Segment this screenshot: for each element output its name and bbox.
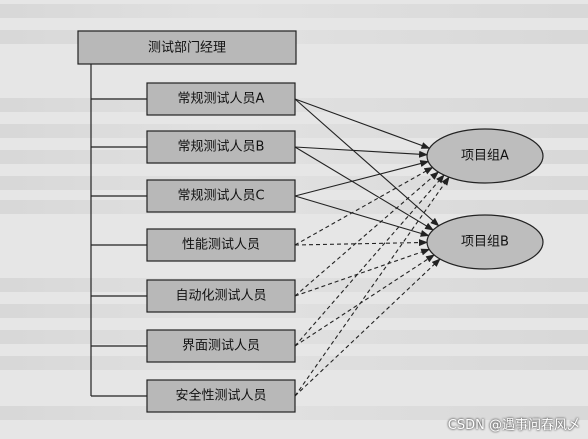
solid-assignment-arrow (294, 146, 434, 231)
project-node: 项目组A (426, 128, 544, 184)
tester-box (146, 228, 296, 262)
tester-box (146, 379, 296, 413)
tester-label: 安全性测试人员 (175, 388, 266, 404)
dashed-assignment-arrow (294, 174, 445, 347)
tester-node: 性能测试人员 (146, 228, 296, 262)
solid-assignment-arrow (294, 146, 429, 158)
project-label: 项目组A (461, 149, 509, 164)
project-node: 项目组B (426, 214, 544, 270)
tester-label: 常规测试人员B (178, 140, 265, 155)
project-ellipse (426, 214, 544, 270)
dashed-assignment-arrow (294, 239, 429, 247)
dashed-assignment-arrow (294, 176, 450, 397)
tester-box (146, 130, 296, 164)
tester-label: 常规测试人员A (178, 92, 265, 107)
manager-box (77, 30, 297, 65)
tester-node: 常规测试人员C (146, 179, 296, 213)
tester-node: 自动化测试人员 (146, 279, 296, 313)
assignment-arrows (294, 98, 450, 397)
solid-assignment-arrow (294, 160, 430, 197)
tester-box (146, 82, 296, 116)
dashed-assignment-arrow (294, 171, 440, 297)
solid-assignment-arrow (294, 98, 431, 149)
project-ellipse (426, 128, 544, 184)
tester-label: 常规测试人员C (177, 189, 264, 204)
project-nodes: 项目组A 项目组B (426, 128, 544, 270)
solid-assignment-arrow (294, 98, 440, 227)
project-label: 项目组B (461, 235, 509, 250)
manager-label: 测试部门经理 (148, 41, 226, 56)
hierarchy-connectors (90, 64, 147, 397)
dashed-assignment-arrow (294, 258, 441, 397)
dashed-assignment-arrow (294, 248, 431, 297)
tester-label: 性能测试人员 (182, 238, 260, 253)
watermark: CSDN @遇事问春风乄 (447, 418, 580, 433)
tester-node: 常规测试人员A (146, 82, 296, 116)
tester-label: 自动化测试人员 (175, 289, 266, 304)
solid-assignment-arrow (294, 195, 430, 237)
background-text-band (0, 4, 588, 18)
manager-node: 测试部门经理 (77, 30, 297, 65)
tester-node: 界面测试人员 (146, 329, 296, 363)
dashed-assignment-arrow (294, 254, 435, 347)
tester-box (146, 329, 296, 363)
tester-node: 安全性测试人员 (146, 379, 296, 413)
dashed-assignment-arrow (294, 166, 434, 246)
tester-box (146, 279, 296, 313)
tester-label: 界面测试人员 (182, 339, 260, 354)
tester-box (146, 179, 296, 213)
tester-nodes: 常规测试人员A 常规测试人员B 常规测试人员C 性能测试人员自动化测试人员界面测试人员… (146, 82, 296, 413)
tester-node: 常规测试人员B (146, 130, 296, 164)
